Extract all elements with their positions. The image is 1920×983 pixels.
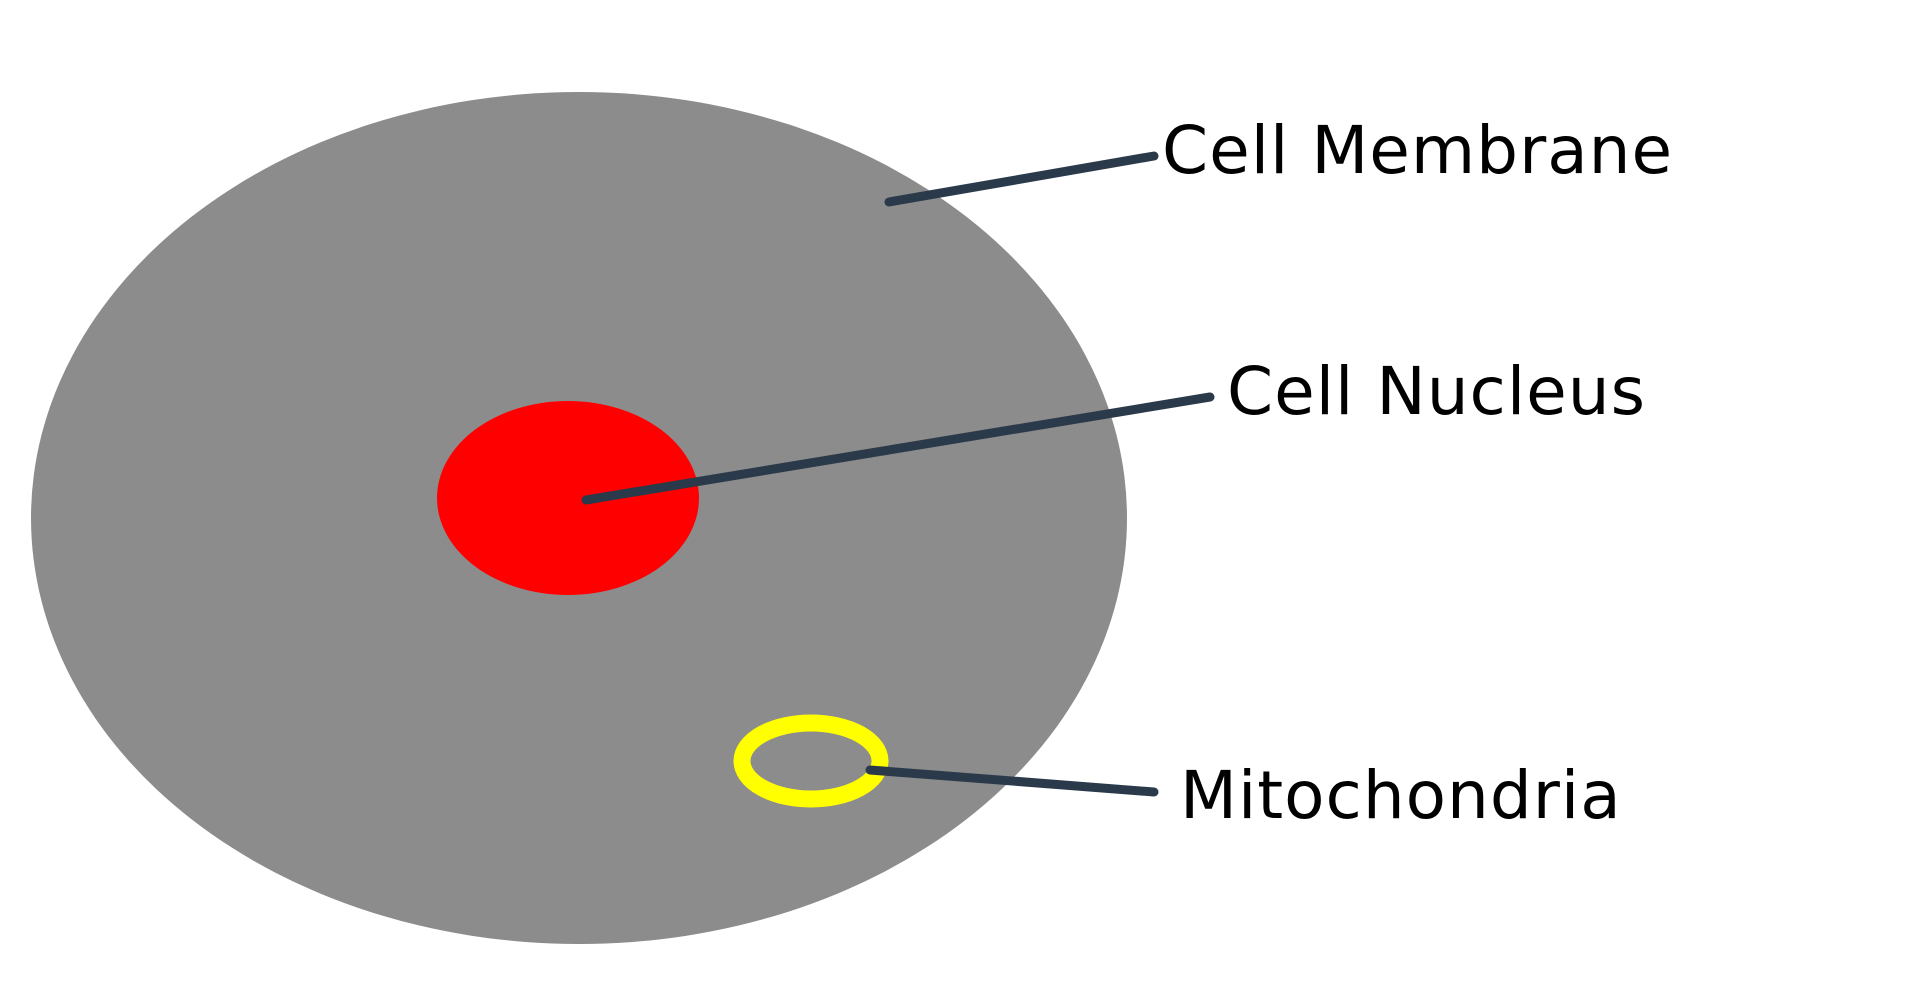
membrane-leader-line: [884, 151, 1159, 207]
nucleus-label: Cell Nucleus: [1227, 353, 1646, 430]
membrane-label: Cell Membrane: [1162, 112, 1673, 189]
cell-nucleus-shape: [437, 401, 699, 595]
mitochondria-leader-line: [865, 765, 1159, 797]
nucleus-leader-line: [581, 392, 1215, 505]
mitochondria-label: Mitochondria: [1180, 757, 1622, 834]
mitochondria-shape: [733, 714, 889, 808]
